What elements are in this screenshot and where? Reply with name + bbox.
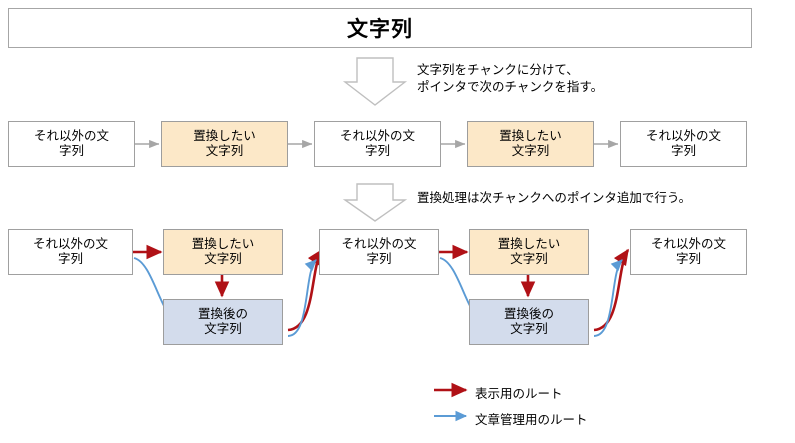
replaced-box-2[interactable]: 置換後の 文字列: [469, 299, 589, 345]
chunk-box-4[interactable]: 置換したい 文字列: [467, 121, 594, 167]
replace-box-3[interactable]: それ以外の文 字列: [319, 229, 439, 275]
replace-box-1[interactable]: それ以外の文 字列: [8, 229, 133, 275]
chunk-box-5[interactable]: それ以外の文 字列: [620, 121, 747, 167]
page-title: 文字列: [347, 18, 413, 41]
annotation-replace: 置換処理は次チャンクへのポインタ追加で行う。: [417, 191, 692, 205]
block-arrow-down-1: [342, 57, 408, 106]
legend-label-manage: 文章管理用のルート: [475, 413, 588, 427]
replace-box-5[interactable]: それ以外の文 字列: [630, 229, 747, 275]
replace-box-2[interactable]: 置換したい 文字列: [163, 229, 283, 275]
block-arrow-down-2: [342, 183, 408, 222]
legend-label-display: 表示用のルート: [475, 387, 563, 401]
legend-arrows: [434, 382, 468, 422]
chunk-box-2[interactable]: 置換したい 文字列: [161, 121, 288, 167]
chunk-box-1[interactable]: それ以外の文 字列: [8, 121, 135, 167]
replaced-box-1[interactable]: 置換後の 文字列: [163, 299, 283, 345]
annotation-chunk: 文字列をチャンクに分けて、 ポインタで次のチャンクを指す。: [417, 63, 604, 94]
title-box: 文字列: [8, 8, 752, 48]
replace-box-4[interactable]: 置換したい 文字列: [469, 229, 589, 275]
chunk-box-3[interactable]: それ以外の文 字列: [314, 121, 441, 167]
